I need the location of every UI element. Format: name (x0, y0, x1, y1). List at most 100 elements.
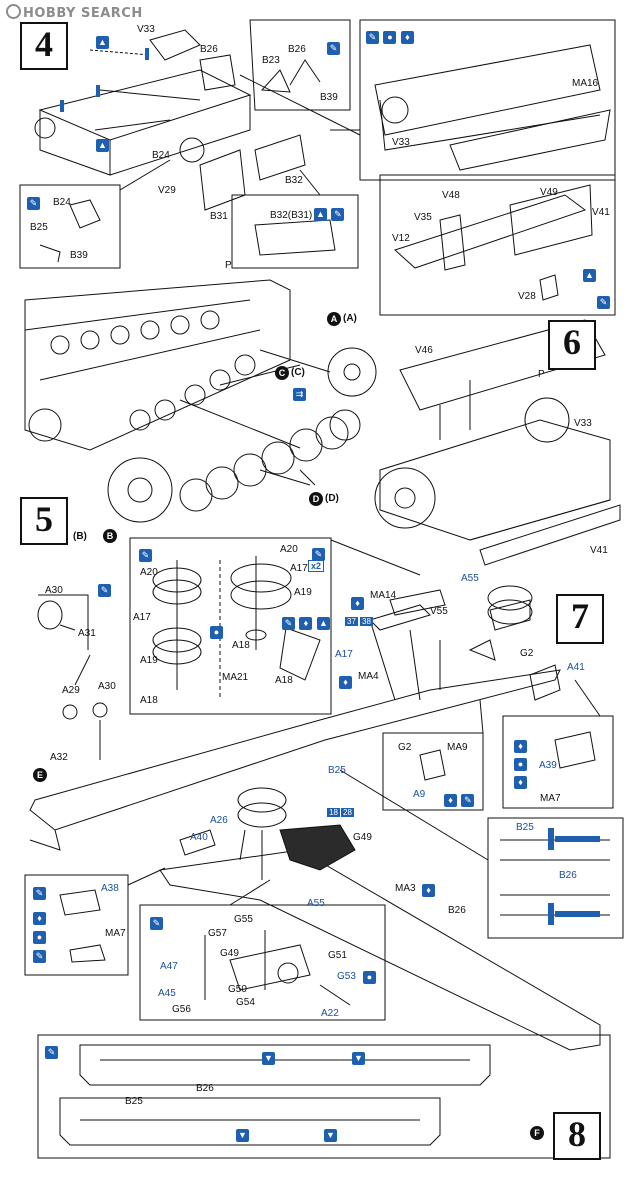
brush-icon: ✎ (461, 794, 475, 807)
part-label: B31 (210, 211, 228, 222)
step8-rail-b25 (59, 1097, 441, 1146)
part-label: B26 (448, 905, 466, 916)
part-callout-circle: A (327, 312, 341, 326)
brush-icon: ✎ (27, 193, 40, 211)
step7-fender-plate (29, 669, 561, 831)
part-label: A22 (321, 1008, 339, 1019)
part-label: G54 (236, 997, 255, 1008)
part-label: MA4 (358, 671, 379, 682)
brush-icon: ✎ (312, 544, 325, 562)
part-label: V33 (574, 418, 592, 429)
part-label: A17 (133, 612, 151, 623)
glue-point-icon: ▼ (262, 1048, 275, 1066)
paint-icon-group: ♦ ✎ (444, 790, 475, 808)
part-label: A30 (45, 585, 63, 596)
brush-icon: ✎ (331, 208, 345, 221)
paint-icon-stack: ♦ ● ♦ (514, 740, 527, 789)
part-label: P (225, 260, 232, 271)
sub-assembly-marker: E (33, 768, 47, 782)
part-label: B23 (262, 55, 280, 66)
paint-icon-group: ✎ ● ♦ (366, 27, 414, 45)
part-callout-circle: C (275, 366, 289, 380)
brush-icon: ✎ (597, 292, 610, 310)
paint-pot-icon: ● (514, 758, 527, 771)
part-label: V55 (430, 606, 448, 617)
paint-drop-icon: ♦ (33, 912, 46, 925)
part-label: V33 (392, 137, 410, 148)
step-number-5: 5 (20, 497, 68, 545)
part-label: V49 (540, 187, 558, 198)
part-label: (D) (325, 493, 339, 504)
part-label: A18 (232, 640, 250, 651)
part-label: MA21 (222, 672, 249, 683)
paint-brush-icon: ▲ (314, 208, 327, 221)
brush-icon: ✎ (98, 580, 111, 598)
step-number-6: 6 (548, 320, 596, 370)
part-label: MA14 (370, 590, 397, 601)
part-label: A40 (190, 832, 208, 843)
tool-ref-badge: 28 (341, 808, 354, 817)
paint-drop-icon: ♦ (351, 593, 364, 611)
part-label: V41 (592, 207, 610, 218)
part-label: V12 (392, 233, 410, 244)
brush-icon: ✎ (327, 38, 340, 56)
paint-drop-icon: ♦ (514, 740, 527, 753)
step5-hull (24, 279, 291, 451)
part-label: V29 (158, 185, 176, 196)
part-label: A39 (539, 760, 557, 771)
paint-icon-group: ▲ ✎ (314, 204, 345, 222)
brush-icon: ✎ (150, 913, 163, 931)
part-label: V41 (590, 545, 608, 556)
part-label: A26 (210, 815, 228, 826)
part-label: A17 (335, 649, 353, 660)
part-label: B25 (125, 1096, 143, 1107)
part-label: MA3 (395, 883, 416, 894)
brush-icon: ✎ (282, 617, 295, 630)
tool-ref-badge: 18 (327, 808, 340, 817)
part-label: G51 (328, 950, 347, 961)
part-label: B26 (196, 1083, 214, 1094)
step8-rail-b26 (79, 1044, 491, 1086)
part-label: A41 (567, 662, 585, 673)
part-label: A55 (461, 573, 479, 584)
paint-pot-icon: ● (210, 622, 223, 640)
paint-drop-icon: ♦ (400, 31, 414, 44)
sub-assembly-marker: F (530, 1126, 544, 1140)
part-label: A20 (140, 567, 158, 578)
part-label: A20 (280, 544, 298, 555)
part-label: A9 (413, 789, 426, 800)
part-label: V28 (518, 291, 536, 302)
brush-icon: ✎ (33, 883, 46, 901)
part-label: MA9 (447, 742, 468, 753)
paint-drop-icon: ♦ (514, 776, 527, 789)
part-label: B26 (200, 44, 218, 55)
part-label: B32 (285, 175, 303, 186)
watermark-logo: HOBBY SEARCH (6, 4, 143, 21)
part-label: G2 (398, 742, 412, 753)
part-label: G57 (208, 928, 227, 939)
part-label: A38 (101, 883, 119, 894)
paint-brush-icon: ▲ (583, 265, 596, 283)
paint-icon-group: ▲ (96, 32, 109, 50)
part-label: V48 (442, 190, 460, 201)
part-label: A19 (294, 587, 312, 598)
part-callout-circle: B (103, 529, 117, 543)
paint-icon-group: ▲ (96, 135, 109, 153)
paint-brush-icon: ▲ (96, 36, 109, 49)
part-label: B26 (559, 870, 577, 881)
part-label: (C) (291, 367, 305, 378)
paint-pot-icon: ● (33, 931, 46, 944)
step-number-8: 8 (553, 1112, 601, 1160)
part-label: B24 (53, 197, 71, 208)
part-label: B25 (328, 765, 346, 776)
step8-fender-plate (159, 849, 601, 1051)
part-label: MA16 (572, 78, 599, 89)
paint-icon-group: ✎ ♦ ▲ (282, 613, 330, 631)
part-label: A31 (78, 628, 96, 639)
tool-ref-badge: 38 (360, 617, 373, 626)
part-label: B32(B31) (270, 210, 313, 221)
part-label: A45 (158, 988, 176, 999)
part-label: B39 (320, 92, 338, 103)
part-label: B39 (70, 250, 88, 261)
